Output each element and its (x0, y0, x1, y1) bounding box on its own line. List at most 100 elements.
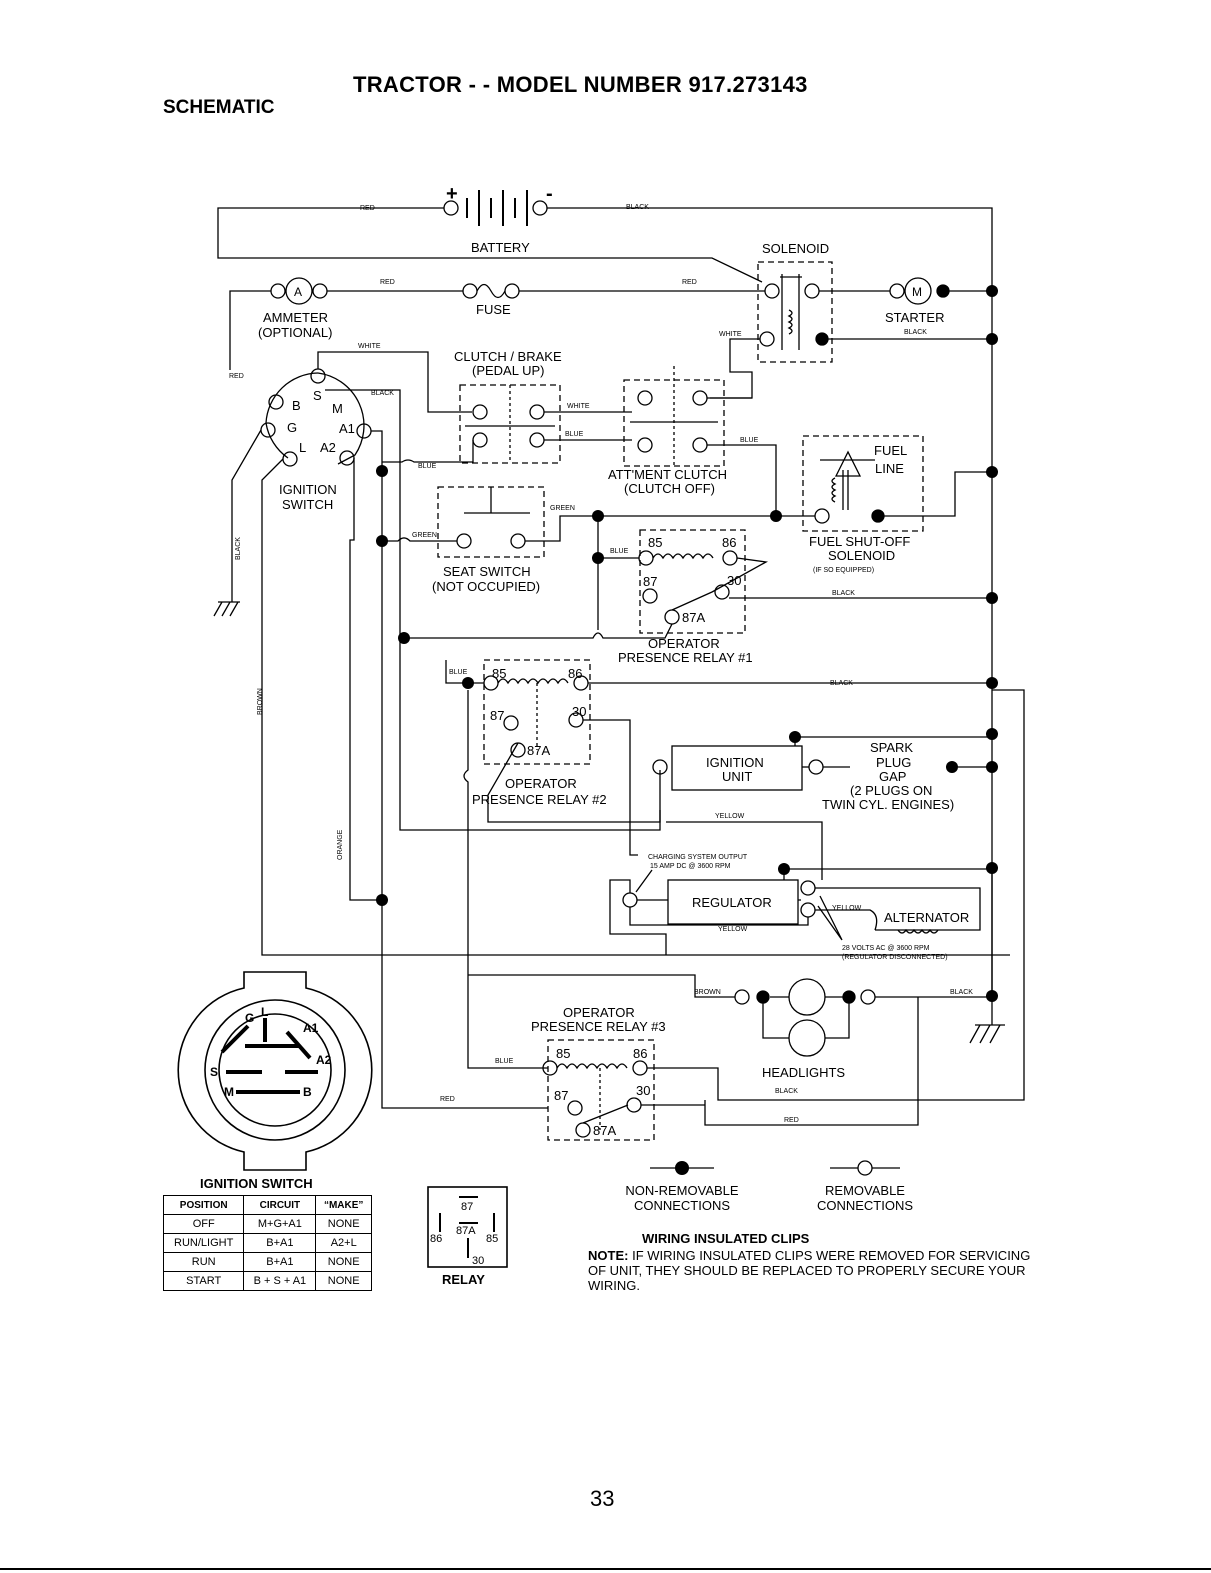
svg-text:BLUE: BLUE (495, 1058, 514, 1065)
svg-text:S: S (210, 1065, 218, 1079)
legend-non-removable-line2: CONNECTIONS (633, 1198, 731, 1213)
battery-minus: - (546, 183, 553, 205)
svg-text:BLUE: BLUE (449, 669, 468, 676)
svg-text:30: 30 (727, 573, 741, 588)
svg-text:OPERATOR: OPERATOR (648, 636, 720, 651)
svg-text:B: B (292, 398, 301, 413)
svg-text:SWITCH: SWITCH (282, 497, 333, 512)
svg-text:85: 85 (556, 1046, 570, 1061)
cell: A2+L (315, 1233, 372, 1253)
ammeter: A AMMETER (OPTIONAL) (258, 277, 332, 340)
svg-text:RED: RED (229, 373, 244, 380)
svg-text:87: 87 (554, 1088, 568, 1103)
svg-text:WHITE: WHITE (358, 343, 381, 350)
svg-text:AMMETER: AMMETER (263, 310, 328, 325)
svg-text:BLACK: BLACK (830, 680, 853, 687)
battery-label: BATTERY (471, 240, 530, 255)
svg-text:G: G (245, 1011, 254, 1025)
svg-text:TWIN CYL. ENGINES): TWIN CYL. ENGINES) (822, 797, 954, 812)
svg-text:RELAY: RELAY (442, 1272, 485, 1287)
svg-text:86: 86 (633, 1046, 647, 1061)
table-row: START B + S + A1 NONE (162, 1271, 372, 1291)
cell: M+G+A1 (243, 1214, 317, 1234)
svg-text:(NOT OCCUPIED): (NOT OCCUPIED) (432, 579, 540, 594)
cell: RUN (162, 1252, 245, 1272)
svg-text:85: 85 (648, 535, 662, 550)
svg-text:HEADLIGHTS: HEADLIGHTS (762, 1065, 845, 1080)
svg-text:87A: 87A (456, 1225, 476, 1237)
ignition-switch-face: G L A1 A2 S M B (177, 971, 373, 1171)
svg-text:S: S (313, 388, 322, 403)
svg-text:87A: 87A (527, 743, 550, 758)
svg-text:30: 30 (636, 1083, 650, 1098)
svg-text:SEAT SWITCH: SEAT SWITCH (443, 564, 531, 579)
svg-text:UNIT: UNIT (722, 769, 752, 784)
legend-non-removable-line1: NON-REMOVABLE (625, 1183, 739, 1198)
svg-text:85: 85 (486, 1233, 498, 1245)
svg-text:OPERATOR: OPERATOR (563, 1005, 635, 1020)
svg-text:A2: A2 (316, 1053, 332, 1067)
cell: NONE (315, 1271, 372, 1291)
table-row: RUN B+A1 NONE (162, 1252, 372, 1272)
ignition-unit: IGNITION UNIT (652, 745, 824, 791)
col-circuit: CIRCUIT (243, 1195, 317, 1215)
legend-removable: REMOVABLE CONNECTIONS (795, 1183, 935, 1213)
svg-text:A1: A1 (339, 421, 355, 436)
cell: B+A1 (243, 1233, 317, 1253)
svg-text:FUEL SHUT-OFF: FUEL SHUT-OFF (809, 534, 910, 549)
svg-text:M: M (224, 1085, 234, 1099)
page-number: 33 (590, 1486, 615, 1511)
cell: NONE (315, 1252, 372, 1272)
cell: NONE (315, 1214, 372, 1234)
cell: OFF (162, 1214, 245, 1234)
spark-plug: SPARK PLUG GAP (2 PLUGS ON TWIN CYL. ENG… (822, 740, 954, 812)
clutch-brake-switch: CLUTCH / BRAKE (PEDAL UP) (454, 349, 562, 464)
svg-text:BLUE: BLUE (610, 548, 629, 555)
cell: RUN/LIGHT (162, 1233, 245, 1253)
legend-removable-line1: REMOVABLE (825, 1183, 905, 1198)
svg-text:BLUE: BLUE (418, 463, 437, 470)
relay-symbol: 87 86 87A 85 30 RELAY (427, 1186, 508, 1287)
note-text: IF WIRING INSULATED CLIPS WERE REMOVED F… (588, 1248, 1031, 1293)
presence-relay-3: 85 86 87 30 87A OPERATOR PRESENCE RELAY … (531, 1005, 666, 1141)
section-title: SCHEMATIC (163, 97, 275, 118)
alternator: ALTERNATOR YELLOW 28 VOLTS AC @ 3600 RPM… (815, 887, 981, 961)
svg-text:86: 86 (430, 1233, 442, 1245)
svg-text:(OPTIONAL): (OPTIONAL) (258, 325, 332, 340)
svg-text:WHITE: WHITE (719, 331, 742, 338)
bottom-rule (0, 1568, 1211, 1570)
svg-text:85: 85 (492, 666, 506, 681)
svg-text:30: 30 (572, 704, 586, 719)
svg-text:BLACK: BLACK (775, 1088, 798, 1095)
svg-text:YELLOW: YELLOW (718, 926, 748, 933)
svg-text:PRESENCE RELAY #3: PRESENCE RELAY #3 (531, 1019, 666, 1034)
presence-relay-2: 85 86 87 30 87A OPERATOR PRESENCE RELAY … (472, 659, 607, 807)
svg-text:BLACK: BLACK (626, 204, 649, 211)
svg-text:SPARK: SPARK (870, 740, 913, 755)
legend-non-removable-symbol (650, 1161, 714, 1175)
svg-text:BROWN: BROWN (694, 989, 721, 996)
legend-removable-symbol (830, 1160, 900, 1176)
svg-text:RED: RED (682, 279, 697, 286)
svg-text:M: M (912, 285, 922, 299)
svg-text:FUSE: FUSE (476, 302, 511, 317)
svg-text:G: G (287, 420, 297, 435)
svg-text:CLUTCH / BRAKE: CLUTCH / BRAKE (454, 349, 562, 364)
page-title: TRACTOR - - MODEL NUMBER 917.273143 (353, 72, 808, 97)
svg-text:M: M (332, 401, 343, 416)
svg-text:GREEN: GREEN (412, 532, 437, 539)
svg-text:PRESENCE RELAY #1: PRESENCE RELAY #1 (618, 650, 753, 665)
svg-text:FUEL: FUEL (874, 443, 907, 458)
headlights: HEADLIGHTS (734, 978, 876, 1080)
svg-text:RED: RED (784, 1117, 799, 1124)
svg-text:IGNITION: IGNITION (706, 755, 764, 770)
svg-text:ATT'MENT CLUTCH: ATT'MENT CLUTCH (608, 467, 727, 482)
battery-plus: + (446, 183, 458, 205)
svg-text:86: 86 (568, 666, 582, 681)
svg-text:REGULATOR: REGULATOR (692, 895, 772, 910)
svg-text:87: 87 (643, 574, 657, 589)
svg-text:87A: 87A (682, 610, 705, 625)
svg-text:(2 PLUGS ON: (2 PLUGS ON (850, 783, 932, 798)
svg-text:87: 87 (490, 708, 504, 723)
